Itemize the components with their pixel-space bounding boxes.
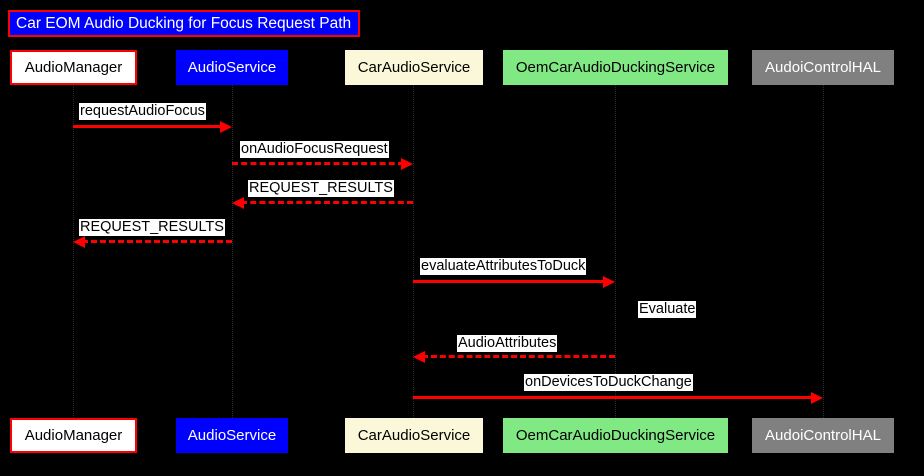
participant-label: AudioService [187,59,277,76]
participant-audio-manager-top[interactable]: AudioManager [10,50,137,85]
participant-oem-car-audio-ducking-service-top[interactable]: OemCarAudioDuckingService [503,50,728,85]
lifeline-audio-control-hal [823,85,824,418]
lifeline-audio-manager [73,85,74,418]
participant-label: AudoiControlHAL [765,59,881,76]
participant-audio-service-top[interactable]: AudioService [176,50,288,85]
participant-label: AudioService [187,427,277,444]
message-line-evaluate-attributes-to-duck [413,280,606,283]
message-line-on-audio-focus-request [232,162,404,165]
participant-audio-control-hal-top[interactable]: AudoiControlHAL [752,50,894,85]
message-line-request-results-to-audio-manager [82,240,232,243]
participant-label: CarAudioService [357,427,471,444]
message-label-audio-attributes: AudioAttributes [457,335,558,352]
lifeline-oem-car-audio-ducking-service [615,85,616,418]
participant-label: AudoiControlHAL [765,427,881,444]
participant-label: OemCarAudioDuckingService [515,427,716,444]
participant-audio-service-bottom[interactable]: AudioService [176,418,288,453]
message-label-request-results-to-audio-service: REQUEST_RESULTS [248,180,394,197]
message-line-request-results-to-audio-service [241,201,413,204]
message-label-evaluate-attributes-to-duck: evaluateAttributesToDuck [420,258,587,275]
message-line-on-devices-to-duck-change [413,396,814,399]
diagram-title: Car EOM Audio Ducking for Focus Request … [16,14,352,32]
participant-audio-control-hal-bottom[interactable]: AudoiControlHAL [752,418,894,453]
arrow-head-request-results-to-audio-service [232,196,244,209]
participant-label: OemCarAudioDuckingService [515,59,716,76]
arrow-head-request-audio-focus [220,120,232,133]
message-line-request-audio-focus [73,125,223,128]
arrow-head-audio-attributes [413,350,425,363]
participant-audio-manager-bottom[interactable]: AudioManager [10,418,137,453]
arrow-head-request-results-to-audio-manager [73,235,85,248]
participant-label: AudioManager [24,427,123,444]
message-label-on-devices-to-duck-change: onDevicesToDuckChange [524,374,693,391]
message-label-on-audio-focus-request: onAudioFocusRequest [240,141,389,158]
arrow-head-on-audio-focus-request [401,157,413,170]
message-label-request-audio-focus: requestAudioFocus [79,103,206,120]
participant-label: CarAudioService [357,59,471,76]
participant-car-audio-service-bottom[interactable]: CarAudioService [345,418,483,453]
arrow-head-on-devices-to-duck-change [811,391,823,404]
note-evaluate-note: Evaluate [638,301,697,318]
participant-label: AudioManager [24,59,123,76]
participant-oem-car-audio-ducking-service-bottom[interactable]: OemCarAudioDuckingService [503,418,728,453]
lifeline-audio-service [232,85,233,418]
diagram-title-box: Car EOM Audio Ducking for Focus Request … [8,10,360,37]
participant-car-audio-service-top[interactable]: CarAudioService [345,50,483,85]
arrow-head-evaluate-attributes-to-duck [603,275,615,288]
message-label-request-results-to-audio-manager: REQUEST_RESULTS [79,219,225,236]
lifeline-car-audio-service [413,85,414,418]
message-line-audio-attributes [422,355,615,358]
